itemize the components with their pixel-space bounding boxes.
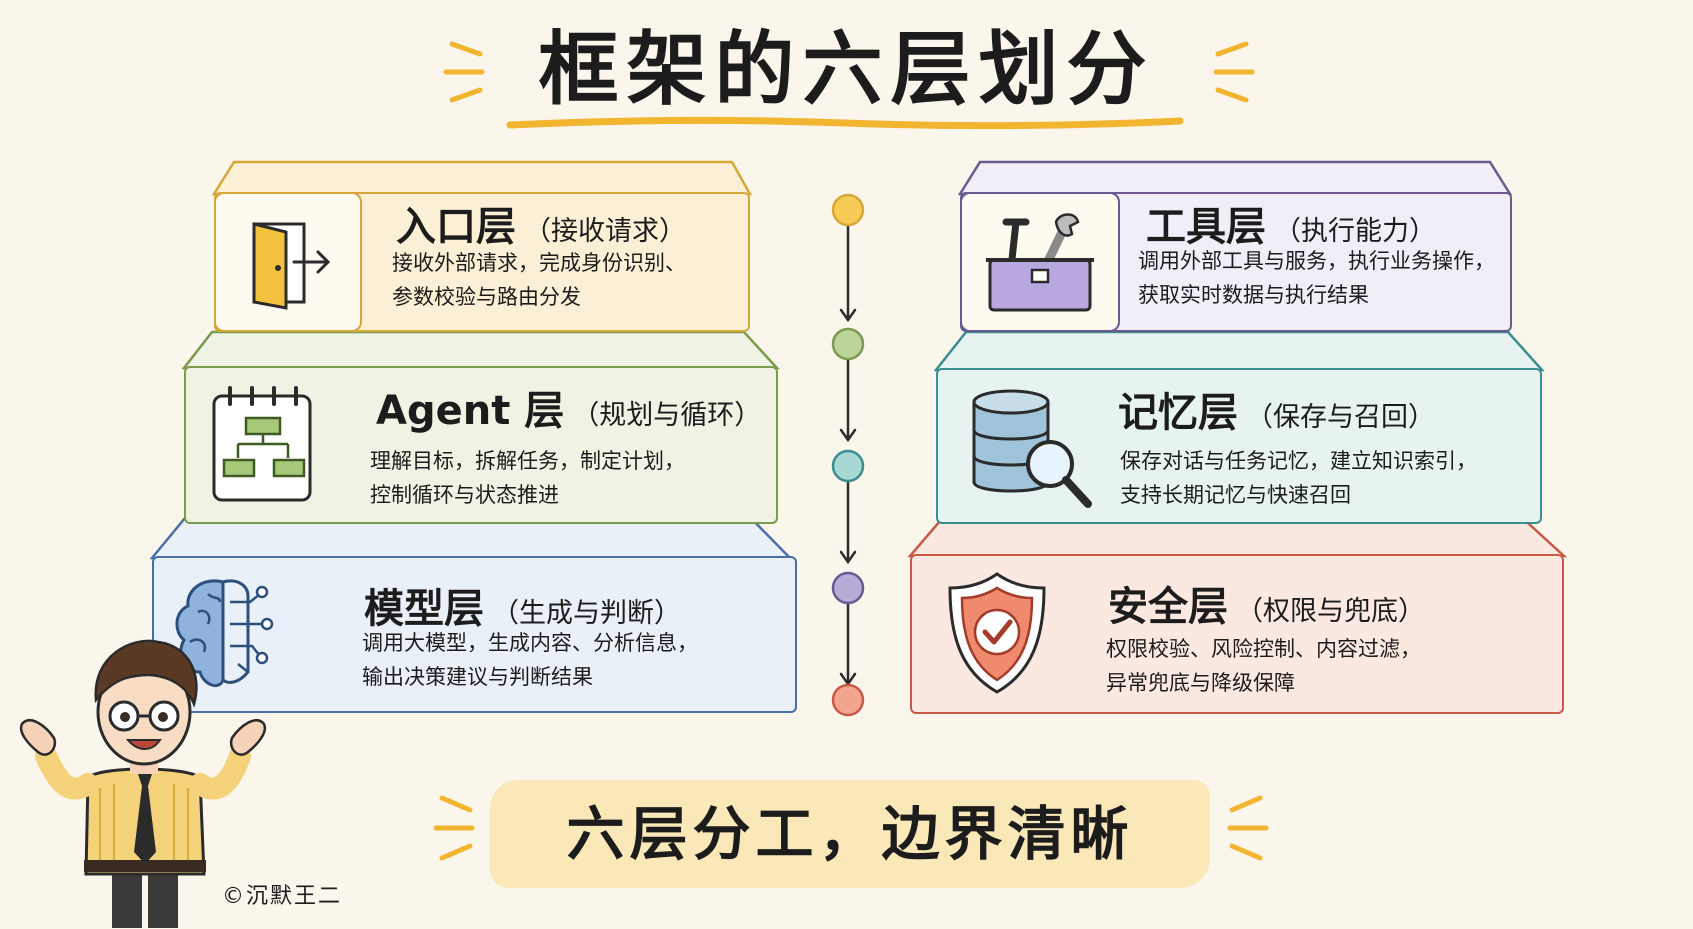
- tool-layer-card: 工具层 （执行能力） 调用外部工具与服务，执行业务操作， 获取实时数据与执行结果: [960, 192, 1512, 332]
- security-desc-line-1: 权限校验、风险控制、内容过滤，: [1106, 637, 1421, 661]
- tool-icon-box: [960, 192, 1120, 332]
- tool-desc-line-2: 获取实时数据与执行结果: [1138, 283, 1369, 307]
- timeline-node-2: [831, 327, 865, 361]
- timeline-node-4: [831, 571, 865, 605]
- page-title: 框架的六层划分: [538, 23, 1155, 116]
- entry-layer-name: 入口层: [396, 204, 516, 250]
- layer-timeline: [831, 193, 865, 717]
- tagline: 六层分工，边界清晰: [566, 800, 1134, 868]
- sparkle-left-icon: [443, 41, 485, 103]
- banner-sparkle-left-icon: [433, 795, 475, 861]
- memory-desc-line-1: 保存对话与任务记忆，建立知识索引，: [1120, 449, 1477, 473]
- tool-tier-top-face: [958, 160, 1513, 196]
- tool-layer-title: 工具层 （执行能力）: [1146, 194, 1436, 252]
- timeline-node-1: [831, 193, 865, 227]
- agent-layer-subtitle: （规划与循环）: [572, 400, 762, 431]
- entry-tier-top-face: [212, 160, 752, 196]
- title-underline: [506, 116, 1184, 130]
- model-desc-line-2: 输出决策建议与判断结果: [362, 665, 593, 689]
- tool-layer-description: 调用外部工具与服务，执行业务操作， 获取实时数据与执行结果: [1138, 244, 1495, 312]
- shield-check-icon: [948, 572, 1046, 694]
- timeline-node-3: [831, 449, 865, 483]
- door-exit-icon: [252, 222, 331, 310]
- memory-layer-name: 记忆层: [1118, 390, 1238, 436]
- security-layer-card: 安全层 （权限与兜底） 权限校验、风险控制、内容过滤， 异常兜底与降级保障: [910, 554, 1564, 714]
- entry-layer-subtitle: （接收请求）: [524, 216, 686, 247]
- memory-layer-card: 记忆层 （保存与召回） 保存对话与任务记忆，建立知识索引， 支持长期记忆与快速召回: [936, 368, 1542, 524]
- entry-layer-description: 接收外部请求，完成身份识别、 参数校验与路由分发: [392, 246, 686, 314]
- agent-desc-line-2: 控制循环与状态推进: [370, 483, 559, 507]
- tool-layer-name: 工具层: [1146, 204, 1266, 250]
- agent-layer-name: Agent 层: [376, 388, 565, 434]
- timeline-node-5: [831, 683, 865, 717]
- entry-desc-line-2: 参数校验与路由分发: [392, 285, 581, 309]
- tagline-banner: [490, 780, 1210, 888]
- security-desc-line-2: 异常兜底与降级保障: [1106, 671, 1295, 695]
- mascot-avatar: [19, 639, 267, 928]
- agent-desc-line-1: 理解目标，拆解任务，制定计划，: [370, 449, 685, 473]
- model-layer-name: 模型层: [364, 586, 484, 632]
- memory-layer-title: 记忆层 （保存与召回）: [1118, 380, 1435, 438]
- model-desc-line-1: 调用大模型，生成内容、分析信息，: [362, 631, 698, 655]
- model-layer-title: 模型层 （生成与判断）: [364, 576, 681, 634]
- copyright-label: ©沉默王二: [222, 884, 343, 909]
- tool-desc-line-1: 调用外部工具与服务，执行业务操作，: [1138, 249, 1495, 273]
- banner-sparkle-right-icon: [1227, 795, 1269, 861]
- tool-layer-subtitle: （执行能力）: [1274, 216, 1436, 247]
- agent-layer-title: Agent 层（规划与循环）: [376, 378, 761, 436]
- entry-desc-line-1: 接收外部请求，完成身份识别、: [392, 251, 686, 275]
- memory-layer-subtitle: （保存与召回）: [1246, 402, 1435, 433]
- security-layer-title: 安全层 （权限与兜底）: [1108, 574, 1425, 632]
- security-layer-subtitle: （权限与兜底）: [1236, 596, 1425, 627]
- security-layer-name: 安全层: [1108, 584, 1228, 630]
- agent-tier-top-face: [182, 330, 780, 370]
- calendar-flowchart-icon: [212, 386, 312, 502]
- agent-layer-card: Agent 层（规划与循环） 理解目标，拆解任务，制定计划， 控制循环与状态推进: [184, 366, 778, 524]
- model-layer-description: 调用大模型，生成内容、分析信息， 输出决策建议与判断结果: [362, 626, 698, 694]
- agent-layer-description: 理解目标，拆解任务，制定计划， 控制循环与状态推进: [370, 444, 685, 512]
- memory-desc-line-2: 支持长期记忆与快速召回: [1120, 483, 1351, 507]
- entry-layer-title: 入口层 （接收请求）: [396, 194, 686, 252]
- memory-layer-description: 保存对话与任务记忆，建立知识索引， 支持长期记忆与快速召回: [1120, 444, 1477, 512]
- sparkle-right-icon: [1213, 41, 1255, 103]
- model-layer-subtitle: （生成与判断）: [492, 598, 681, 629]
- toolbox-icon: [986, 213, 1094, 312]
- entry-layer-card: 入口层 （接收请求） 接收外部请求，完成身份识别、 参数校验与路由分发: [214, 192, 750, 332]
- entry-icon-box: [214, 192, 362, 332]
- memory-tier-top-face: [934, 330, 1545, 372]
- security-layer-description: 权限校验、风险控制、内容过滤， 异常兜底与降级保障: [1106, 632, 1421, 700]
- model-layer-card: 模型层 （生成与判断） 调用大模型，生成内容、分析信息， 输出决策建议与判断结果: [152, 556, 797, 713]
- database-search-icon: [972, 389, 1092, 508]
